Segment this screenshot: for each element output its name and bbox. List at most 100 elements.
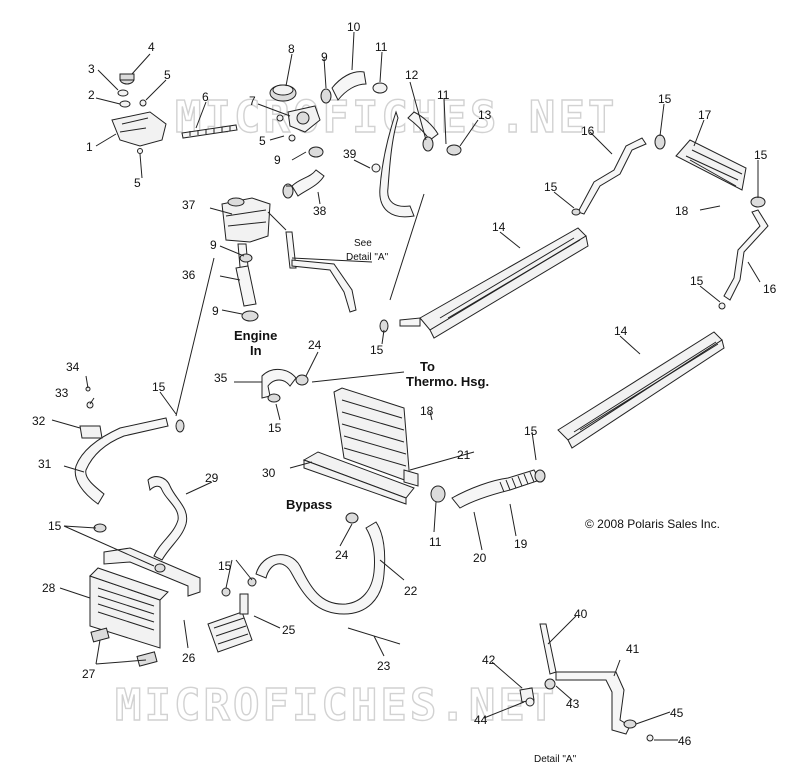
callout-38: 38 xyxy=(313,204,327,218)
callout-11: 11 xyxy=(429,535,442,549)
hose-35 xyxy=(261,369,309,403)
callout-numbers: 4 3 5 2 6 1 5 8 9 10 11 12 11 13 7 5 9 3… xyxy=(32,20,777,748)
clip-32 xyxy=(79,386,103,439)
callout-9: 9 xyxy=(212,304,219,318)
coolant-reservoir xyxy=(221,197,271,322)
callout-46: 46 xyxy=(678,734,692,748)
callout-35: 35 xyxy=(214,371,228,385)
callout-5: 5 xyxy=(134,176,141,190)
callout-15: 15 xyxy=(690,274,704,288)
callout-21: 21 xyxy=(457,448,471,462)
callout-36: 36 xyxy=(182,268,196,282)
clamp-15d xyxy=(571,208,581,216)
callout-41: 41 xyxy=(626,642,640,656)
callout-23: 23 xyxy=(377,659,391,673)
clamp-15b xyxy=(154,563,166,573)
callout-15: 15 xyxy=(48,519,62,533)
see-detail-label-line1: See xyxy=(354,238,372,249)
callout-18: 18 xyxy=(420,404,434,418)
callout-33: 33 xyxy=(55,386,69,400)
callout-11: 11 xyxy=(375,40,388,54)
leader-lines xyxy=(51,31,761,741)
callout-32: 32 xyxy=(32,414,46,428)
callout-45: 45 xyxy=(670,706,684,720)
callout-30: 30 xyxy=(262,466,276,480)
callout-13: 13 xyxy=(478,108,492,122)
hose-31 xyxy=(74,417,185,505)
callout-22: 22 xyxy=(404,584,418,598)
bar-30 xyxy=(302,451,415,505)
callout-15: 15 xyxy=(218,559,232,573)
radiator-lower xyxy=(557,331,725,449)
callout-6: 6 xyxy=(202,90,209,104)
callout-4: 4 xyxy=(148,40,155,54)
hose-29 xyxy=(147,476,188,561)
callout-1: 1 xyxy=(86,140,93,154)
cooler-17 xyxy=(675,139,747,191)
callout-14: 14 xyxy=(492,220,506,234)
callout-5: 5 xyxy=(164,68,171,82)
pad-27a xyxy=(90,627,110,643)
detail-a-assembly xyxy=(519,623,654,742)
copyright-text: © 2008 Polaris Sales Inc. xyxy=(585,517,720,531)
callout-29: 29 xyxy=(205,471,219,485)
callout-15: 15 xyxy=(658,92,672,106)
hose-22 xyxy=(255,512,386,615)
callout-26: 26 xyxy=(182,651,196,665)
callout-14: 14 xyxy=(614,324,628,338)
callout-15: 15 xyxy=(754,148,768,162)
callout-31: 31 xyxy=(38,457,52,471)
callout-15: 15 xyxy=(268,421,282,435)
callout-7: 7 xyxy=(249,94,256,108)
callout-8: 8 xyxy=(288,42,295,56)
callout-19: 19 xyxy=(514,537,528,551)
watermark-bottom: MICROFICHES.NET xyxy=(115,680,557,731)
to-thermo-label-line1: To xyxy=(420,359,435,374)
to-thermo-label-line2: Thermo. Hsg. xyxy=(406,374,489,389)
callout-34: 34 xyxy=(66,360,80,374)
callout-15: 15 xyxy=(152,380,166,394)
callout-25: 25 xyxy=(282,623,296,637)
fitting-39 xyxy=(371,163,381,173)
callout-17: 17 xyxy=(698,108,712,122)
bracket-26 xyxy=(103,547,201,597)
callout-16: 16 xyxy=(763,282,777,296)
callout-11: 11 xyxy=(437,88,450,102)
pipe-16-lower xyxy=(718,196,769,310)
bypass-label: Bypass xyxy=(286,497,332,512)
oil-cooler-28 xyxy=(89,567,169,649)
callout-10: 10 xyxy=(347,20,361,34)
callout-28: 28 xyxy=(42,581,56,595)
callout-42: 42 xyxy=(482,653,496,667)
callout-9: 9 xyxy=(210,238,217,252)
radiator-upper xyxy=(399,227,589,339)
callout-9: 9 xyxy=(274,153,281,167)
callout-24: 24 xyxy=(335,548,349,562)
bracket-assembly xyxy=(111,73,167,154)
rod-part xyxy=(181,124,238,139)
engine-in-label-line2: In xyxy=(250,343,262,358)
callout-5: 5 xyxy=(259,134,266,148)
pad-27b xyxy=(136,651,158,667)
detail-a-caption: Detail "A" xyxy=(534,754,577,765)
callout-44: 44 xyxy=(474,713,488,727)
callout-15: 15 xyxy=(544,180,558,194)
bleed-line xyxy=(267,211,357,313)
engine-in-label-line1: Engine xyxy=(234,328,277,343)
upper-hose-10 xyxy=(320,71,388,104)
callout-2: 2 xyxy=(88,88,95,102)
callout-18: 18 xyxy=(675,204,689,218)
hose-38 xyxy=(282,146,325,199)
callout-12: 12 xyxy=(405,68,419,82)
callout-37: 37 xyxy=(182,198,196,212)
callout-3: 3 xyxy=(88,62,95,76)
callout-39: 39 xyxy=(343,147,357,161)
callout-15: 15 xyxy=(524,424,538,438)
callout-16: 16 xyxy=(581,124,595,138)
callout-20: 20 xyxy=(473,551,487,565)
callout-9: 9 xyxy=(321,50,328,64)
callout-15: 15 xyxy=(370,343,384,357)
callout-27: 27 xyxy=(82,667,96,681)
